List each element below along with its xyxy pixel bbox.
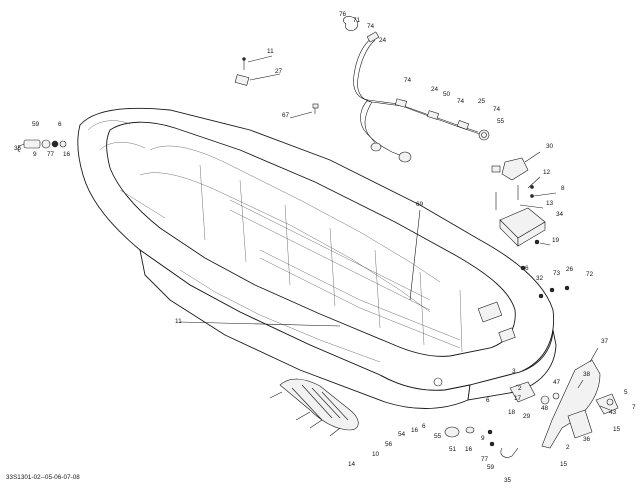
callout-c15b: 15 xyxy=(560,461,568,468)
callout-c17: 17 xyxy=(514,395,522,402)
callout-c16a: 16 xyxy=(63,151,71,158)
leader-lines xyxy=(179,55,611,411)
callout-c9: 9 xyxy=(33,151,37,158)
callout-c2: 2 xyxy=(518,385,522,392)
callout-c74d: 74 xyxy=(493,106,501,113)
callout-c11a: 11 xyxy=(267,48,274,55)
callout-c51: 51 xyxy=(449,446,457,453)
callout-c27: 27 xyxy=(275,68,283,75)
callout-c76a: 76 xyxy=(339,11,347,18)
intake-grate xyxy=(269,378,359,437)
callout-c11b: 11 xyxy=(175,318,182,325)
callout-c34: 34 xyxy=(556,211,564,218)
callout-c9b: 9 xyxy=(481,435,485,442)
callout-c47: 47 xyxy=(553,379,561,386)
callout-c24a: 24 xyxy=(379,37,387,44)
callout-c69: 69 xyxy=(416,201,424,208)
callout-c3: 3 xyxy=(512,368,516,375)
callout-c29: 29 xyxy=(523,413,531,420)
jet-pump-parts xyxy=(444,359,619,458)
callout-c77b: 77 xyxy=(481,456,489,463)
callout-c55a: 55 xyxy=(497,118,505,125)
callout-c26: 26 xyxy=(566,266,574,273)
callout-c38: 38 xyxy=(583,371,591,378)
callout-c18: 18 xyxy=(508,409,516,416)
callout-c6d: 6 xyxy=(422,423,426,430)
callout-c35b: 35 xyxy=(504,477,512,484)
callout-c55b: 55 xyxy=(434,433,442,440)
callout-c74b: 74 xyxy=(404,77,412,84)
callout-c50: 50 xyxy=(443,91,451,98)
callout-c77a: 77 xyxy=(47,151,55,158)
callout-c16b: 16 xyxy=(411,427,419,434)
callout-c10: 10 xyxy=(372,451,380,458)
callout-c74a: 74 xyxy=(367,23,375,30)
callout-c72: 72 xyxy=(586,271,594,278)
callout-c30: 30 xyxy=(546,143,554,150)
callout-c16c: 16 xyxy=(465,446,473,453)
callout-c56: 56 xyxy=(385,441,393,448)
callout-c5: 5 xyxy=(624,389,628,396)
callout-c19: 19 xyxy=(552,237,560,244)
callout-c8: 8 xyxy=(561,185,565,192)
callout-c12: 12 xyxy=(543,169,551,176)
callout-c67: 67 xyxy=(282,112,290,119)
ecm-34 xyxy=(499,207,546,247)
drain-assembly-left xyxy=(17,139,67,153)
callout-c54: 54 xyxy=(398,431,406,438)
callout-c48: 48 xyxy=(541,405,549,412)
screw-67 xyxy=(312,103,319,114)
callout-c36: 36 xyxy=(583,436,591,443)
callout-c37: 37 xyxy=(601,338,609,345)
callout-c24b: 24 xyxy=(431,86,439,93)
callout-c14: 14 xyxy=(348,461,356,468)
callout-c7: 7 xyxy=(632,404,636,411)
vent-clip xyxy=(234,57,250,86)
fasteners-right xyxy=(495,185,570,299)
callout-c2b: 2 xyxy=(566,444,570,451)
figure-id: 33S1301-02--05-06-07-08 xyxy=(6,474,80,481)
module-30 xyxy=(491,157,529,181)
callout-c32: 32 xyxy=(536,275,544,282)
callout-c35a: 35 xyxy=(14,145,22,152)
callout-c59b: 59 xyxy=(487,464,495,471)
callout-c13: 13 xyxy=(546,200,554,207)
callout-c71: 71 xyxy=(353,17,361,24)
callout-c6c: 6 xyxy=(486,397,490,404)
callout-c6b: 6 xyxy=(525,265,529,272)
callout-c6a: 6 xyxy=(58,121,62,128)
callout-c25: 25 xyxy=(478,98,486,105)
hull xyxy=(77,107,557,409)
callout-c73: 73 xyxy=(553,270,561,277)
wiring-harness xyxy=(343,16,490,163)
callout-c15a: 15 xyxy=(613,426,621,433)
callout-c74c: 74 xyxy=(457,98,465,105)
callout-c59a: 59 xyxy=(32,121,40,128)
callout-c43: 43 xyxy=(609,409,617,416)
